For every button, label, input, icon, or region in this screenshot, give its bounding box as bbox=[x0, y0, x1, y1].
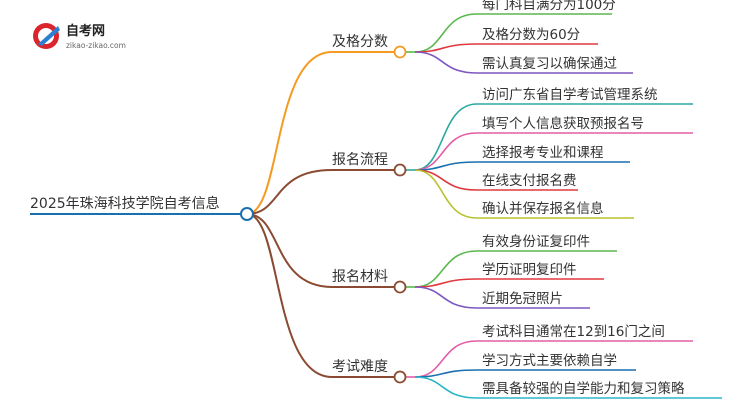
branch-collapse-dot[interactable] bbox=[393, 370, 407, 384]
branch-to-leaf-connector bbox=[414, 13, 478, 53]
branch-to-leaf-connector bbox=[414, 51, 478, 74]
leaf-node-label: 学习方式主要依赖自学 bbox=[482, 353, 617, 369]
leaf-node-label: 及格分数为60分 bbox=[482, 27, 580, 43]
branch-collapse-dot[interactable] bbox=[393, 45, 407, 59]
branch-to-leaf-connector bbox=[414, 278, 478, 288]
leaf-node-label: 每门科目满分为100分 bbox=[482, 0, 616, 13]
leaf-node-label: 选择报考专业和课程 bbox=[482, 145, 604, 161]
logo-subtitle: zikao-zikao.com bbox=[66, 41, 126, 50]
branch-to-leaf-connector bbox=[414, 250, 478, 288]
root-to-branch-connector bbox=[246, 213, 333, 288]
branch-node-label: 考试难度 bbox=[332, 359, 388, 375]
branch-to-leaf-connector bbox=[414, 286, 478, 309]
branch-to-leaf-connector bbox=[414, 369, 478, 378]
leaf-node-label: 访问广东省自学考试管理系统 bbox=[482, 87, 658, 103]
branch-to-leaf-connector bbox=[414, 340, 478, 378]
mindmap-nodes: 2025年珠海科技学院自考信息 及格分数 每门科目满分为100分及格分数为60分需认… bbox=[30, 0, 685, 397]
branch-node-label: 报名材料 bbox=[332, 269, 388, 285]
branch-to-leaf-connector bbox=[414, 103, 478, 171]
connector-lines bbox=[30, 13, 722, 399]
root-node-label: 2025年珠海科技学院自考信息 bbox=[30, 195, 220, 212]
branch-collapse-dot[interactable] bbox=[393, 280, 407, 294]
branch-node-label: 及格分数 bbox=[332, 34, 388, 50]
root-to-branch-connector bbox=[246, 169, 333, 215]
logo-icon bbox=[33, 23, 60, 49]
branch-collapse-dot[interactable] bbox=[393, 163, 407, 177]
root-to-branch-connector bbox=[246, 51, 333, 215]
branch-to-leaf-connector bbox=[414, 169, 478, 191]
leaf-node-label: 需认真复习以确保通过 bbox=[482, 55, 617, 72]
leaf-node-label: 近期免冠照片 bbox=[482, 291, 563, 307]
root-collapse-dot[interactable] bbox=[240, 207, 254, 221]
leaf-node-label: 在线支付报名费 bbox=[482, 173, 577, 189]
branch-node-label: 报名流程 bbox=[332, 152, 388, 168]
leaf-node-label: 需具备较强的自学能力和复习策略 bbox=[482, 380, 685, 397]
branch-to-leaf-connector bbox=[414, 43, 478, 53]
leaf-node-label: 考试科目通常在12到16门之间 bbox=[482, 324, 665, 340]
branch-to-leaf-connector bbox=[414, 132, 478, 171]
root-to-branch-connector bbox=[246, 213, 333, 378]
leaf-node-label: 确认并保存报名信息 bbox=[482, 200, 604, 217]
logo-title: 自考网 bbox=[66, 23, 105, 39]
leaf-node-label: 有效身份证复印件 bbox=[482, 233, 590, 250]
leaf-node-label: 填写个人信息获取预报名号 bbox=[482, 115, 644, 132]
branch-to-leaf-connector bbox=[414, 376, 478, 399]
leaf-node-label: 学历证明复印件 bbox=[482, 261, 577, 278]
branch-to-leaf-connector bbox=[414, 169, 478, 219]
site-logo: 自考网 zikao-zikao.com bbox=[33, 23, 126, 50]
branch-to-leaf-connector bbox=[414, 161, 478, 171]
